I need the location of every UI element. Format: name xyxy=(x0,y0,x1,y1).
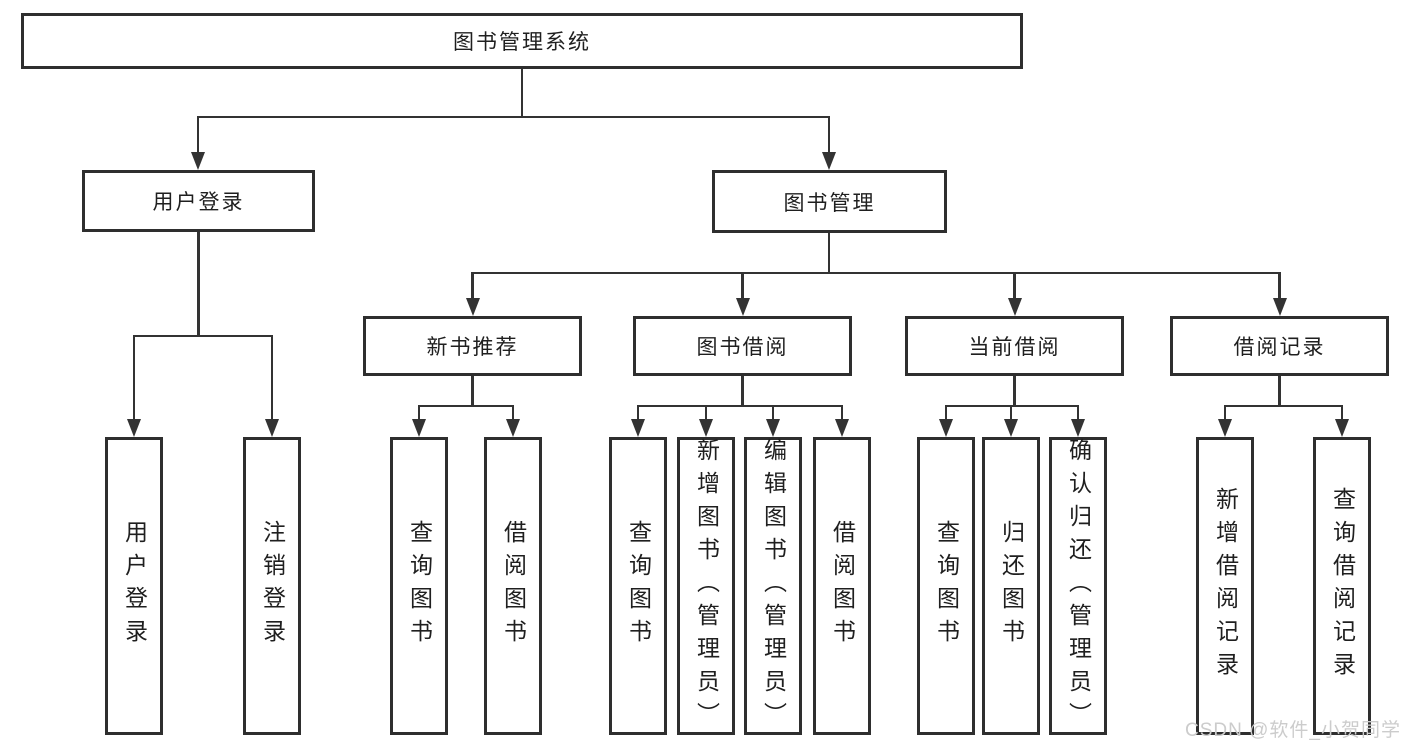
arrowhead-down xyxy=(1004,419,1018,437)
node-root-label: 图书管理系统 xyxy=(453,31,591,54)
leaf-query-borrow-record-label: 查询借阅记录 xyxy=(1329,487,1356,685)
arrowhead-down xyxy=(1335,419,1349,437)
leaf-return-book: 归还图书 xyxy=(982,437,1040,735)
leaf-borrow-book: 借阅图书 xyxy=(813,437,871,735)
node-book-management: 图书管理 xyxy=(712,170,947,233)
node-book-management-label: 图书管理 xyxy=(783,191,876,215)
node-user-login: 用户登录 xyxy=(82,170,315,232)
connector-line xyxy=(1340,404,1344,423)
arrowhead-down xyxy=(1218,419,1232,437)
leaf-confirm-return-admin-label: 确认归还（管理员） xyxy=(1065,437,1092,735)
connector-line xyxy=(1076,404,1080,423)
connector-line xyxy=(471,271,1281,275)
node-new-book-recommend: 新书推荐 xyxy=(363,316,582,376)
connector-line xyxy=(1009,404,1013,423)
node-user-login-label: 用户登录 xyxy=(152,191,245,214)
connector-line xyxy=(1223,404,1227,423)
arrowhead-down xyxy=(939,419,953,437)
arrowhead-down xyxy=(735,298,750,316)
connector-line xyxy=(1223,404,1343,408)
arrowhead-down xyxy=(766,419,780,437)
leaf-query-borrow-record: 查询借阅记录 xyxy=(1313,437,1371,735)
connector-line xyxy=(636,404,640,423)
arrowhead-down xyxy=(1071,419,1085,437)
arrowhead-down xyxy=(465,298,480,316)
connector-line xyxy=(704,404,708,423)
leaf-borrow-book-recommend: 借阅图书 xyxy=(484,437,542,735)
leaf-query-book-recommend-label: 查询图书 xyxy=(406,520,433,652)
leaf-edit-book-admin: 编辑图书（管理员） xyxy=(744,437,802,735)
node-borrow-record-label: 借阅记录 xyxy=(1233,336,1326,359)
leaf-add-book-admin-label: 新增图书（管理员） xyxy=(693,437,720,735)
leaf-query-book-recommend: 查询图书 xyxy=(390,437,448,735)
connector-line xyxy=(827,233,831,273)
connector-line xyxy=(1013,271,1016,302)
connector-line xyxy=(741,271,744,302)
leaf-query-book-borrow: 查询图书 xyxy=(609,437,667,735)
connector-line xyxy=(1013,376,1016,406)
arrowhead-down xyxy=(835,419,849,437)
node-new-book-recommend-label: 新书推荐 xyxy=(426,336,519,359)
node-borrow-record: 借阅记录 xyxy=(1170,316,1389,376)
connector-line xyxy=(471,376,474,406)
leaf-confirm-return-admin: 确认归还（管理员） xyxy=(1049,437,1107,735)
node-book-borrow-label: 图书借阅 xyxy=(696,336,789,359)
connector-line xyxy=(417,404,421,423)
arrowhead-down xyxy=(191,152,205,170)
connector-line xyxy=(270,334,274,423)
leaf-query-book-borrow-label: 查询图书 xyxy=(625,520,652,652)
connector-line xyxy=(511,404,515,423)
arrowhead-down xyxy=(506,419,520,437)
arrowhead-down xyxy=(127,419,141,437)
node-current-borrow: 当前借阅 xyxy=(905,316,1124,376)
connector-line xyxy=(636,404,844,408)
connector-line xyxy=(197,232,200,336)
arrowhead-down xyxy=(1272,298,1287,316)
connector-line xyxy=(944,404,948,423)
connector-line xyxy=(132,334,274,338)
arrowhead-down xyxy=(1007,298,1022,316)
connector-line xyxy=(196,115,200,156)
connector-line xyxy=(771,404,775,423)
arrowhead-down xyxy=(412,419,426,437)
connector-line xyxy=(417,404,515,408)
connector-line xyxy=(741,376,744,406)
leaf-edit-book-admin-label: 编辑图书（管理员） xyxy=(760,437,787,735)
leaf-add-book-admin: 新增图书（管理员） xyxy=(677,437,735,735)
leaf-query-book-current-label: 查询图书 xyxy=(933,520,960,652)
arrowhead-down xyxy=(631,419,645,437)
leaf-borrow-book-label: 借阅图书 xyxy=(829,520,856,652)
arrowhead-down xyxy=(822,152,836,170)
arrowhead-down xyxy=(265,419,279,437)
node-root: 图书管理系统 xyxy=(21,13,1023,69)
connector-line xyxy=(197,115,830,119)
leaf-logout-label: 注销登录 xyxy=(259,520,286,652)
node-current-borrow-label: 当前借阅 xyxy=(968,336,1061,359)
leaf-add-borrow-record: 新增借阅记录 xyxy=(1196,437,1254,735)
arrowhead-down xyxy=(699,419,713,437)
leaf-borrow-book-recommend-label: 借阅图书 xyxy=(500,520,527,652)
connector-line xyxy=(132,334,136,423)
leaf-user-login: 用户登录 xyxy=(105,437,163,735)
connector-line xyxy=(1278,376,1281,406)
connector-line xyxy=(827,115,831,156)
csdn-watermark: CSDN @软件_小贺同学 xyxy=(1185,720,1401,741)
leaf-logout: 注销登录 xyxy=(243,437,301,735)
node-book-borrow: 图书借阅 xyxy=(633,316,852,376)
connector-line xyxy=(520,69,524,117)
connector-line xyxy=(471,271,474,302)
leaf-user-login-label: 用户登录 xyxy=(121,520,148,652)
leaf-return-book-label: 归还图书 xyxy=(998,520,1025,652)
connector-line xyxy=(840,404,844,423)
leaf-add-borrow-record-label: 新增借阅记录 xyxy=(1212,487,1239,685)
leaf-query-book-current: 查询图书 xyxy=(917,437,975,735)
connector-line xyxy=(1278,271,1281,302)
